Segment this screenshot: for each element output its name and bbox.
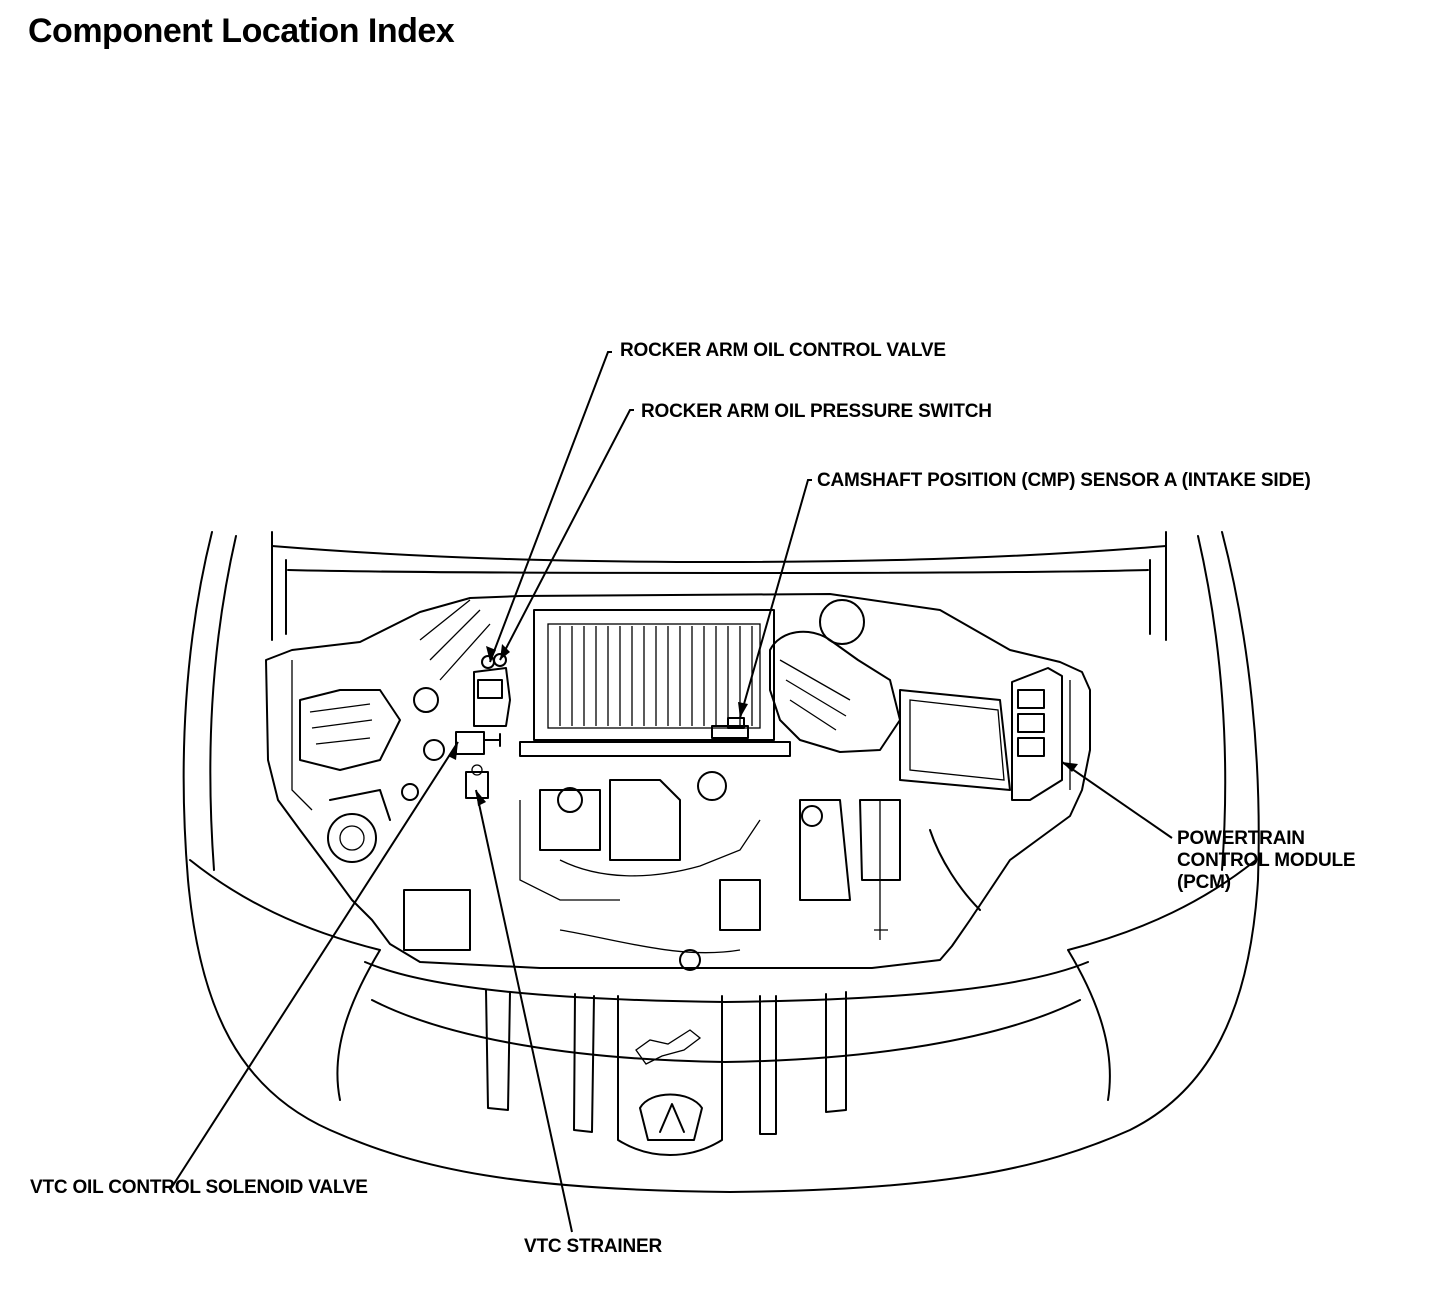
pcm-module — [1011, 667, 1063, 801]
air-intake — [769, 599, 1011, 940]
leader-lines — [169, 351, 1173, 1233]
engine-bay-outline — [265, 593, 1091, 969]
label-rocker-arm-oil-control-valve: ROCKER ARM OIL CONTROL VALVE — [620, 340, 946, 361]
label-pcm-line2: CONTROL MODULE — [1177, 850, 1356, 871]
label-pcm-line3: (PCM) — [1177, 872, 1231, 893]
label-rocker-arm-oil-pressure-switch: ROCKER ARM OIL PRESSURE SWITCH — [641, 401, 992, 422]
engine-centre — [519, 771, 981, 971]
vehicle-outline — [182, 531, 1260, 1193]
label-vtc-oil-control-solenoid-valve: VTC OIL CONTROL SOLENOID VALVE — [30, 1177, 368, 1198]
label-vtc-strainer: VTC STRAINER — [524, 1236, 662, 1257]
hood-panel — [271, 531, 1167, 641]
label-pcm-line1: POWERTRAIN — [1177, 828, 1305, 849]
left-components — [299, 599, 491, 951]
label-cmp-sensor-a: CAMSHAFT POSITION (CMP) SENSOR A (INTAKE… — [817, 470, 1311, 491]
label-pcm: POWERTRAIN CONTROL MODULE (PCM) — [1177, 828, 1407, 894]
cmp-sensor — [711, 717, 749, 739]
rocker-arm-valve-assembly — [455, 653, 511, 799]
page-title: Component Location Index — [28, 12, 455, 50]
radiator — [519, 609, 791, 757]
